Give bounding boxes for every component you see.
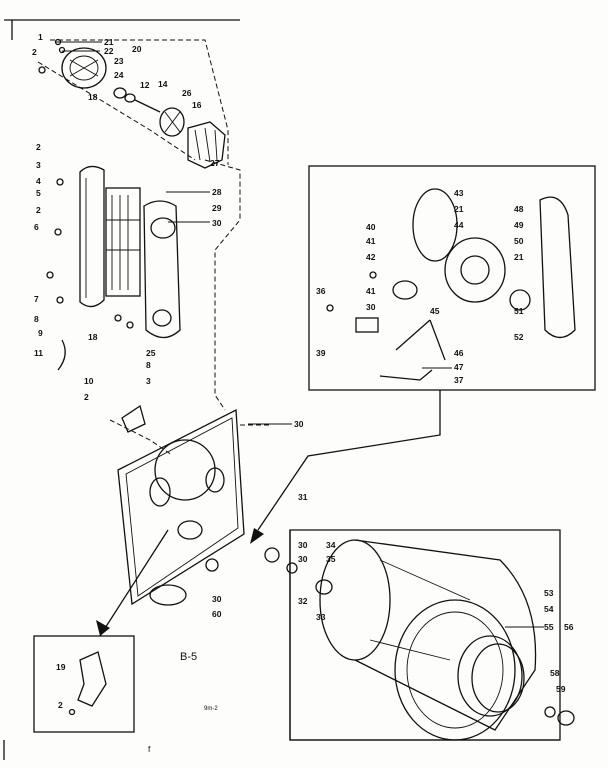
callout-21: 21 [104,37,114,47]
callout-58: 58 [550,668,560,678]
callout-37: 37 [454,375,464,385]
callout-8: 8 [146,360,151,370]
callout-11: 11 [34,348,43,358]
callout-22: 22 [104,46,114,56]
callout-5: 5 [36,188,41,198]
callout-32: 32 [298,596,308,606]
callout-44: 44 [454,220,464,230]
callout-27: 27 [210,158,220,168]
callout-31: 31 [298,492,308,502]
callout-9: 9 [38,328,43,338]
callout-8: 8 [34,314,39,324]
callout-43: 43 [454,188,464,198]
callout-19: 19 [56,662,66,672]
inset-connector [250,390,441,544]
callout-49: 49 [514,220,524,230]
callout-51: 51 [514,306,524,316]
callout-23: 23 [114,56,124,66]
callout-52: 52 [514,332,524,342]
drum-assembly [264,529,575,741]
callout-30: 30 [294,419,304,429]
callout-10: 10 [84,376,94,386]
motor-blower-inset [308,165,596,391]
callout-39: 39 [316,348,326,358]
callout-59: 59 [556,684,566,694]
callout-3: 3 [36,160,41,170]
front-panel-assembly [38,38,226,169]
callout-60: 60 [212,609,222,619]
bottom-mark: f [148,744,151,754]
callout-54: 54 [544,604,554,614]
callout-36: 36 [316,286,326,296]
callout-18: 18 [88,92,98,102]
small-note: 9m-2 [204,706,218,712]
callout-2: 2 [36,142,41,152]
callout-42: 42 [366,252,376,262]
callout-30: 30 [212,594,222,604]
callout-30: 30 [298,540,308,550]
callout-24: 24 [114,70,124,80]
callout-45: 45 [430,306,440,316]
callout-56: 56 [564,622,574,632]
callout-41: 41 [366,236,376,246]
callout-30: 30 [212,218,222,228]
callout-47: 47 [454,362,464,372]
callout-35: 35 [326,554,336,564]
callout-29: 29 [212,203,222,213]
callout-50: 50 [514,236,524,246]
callout-34: 34 [326,540,336,550]
bracket-detail-inset [33,529,169,733]
page-code: B-5 [180,651,197,663]
callout-16: 16 [192,100,202,110]
callout-2: 2 [58,700,63,710]
callout-21: 21 [454,204,464,214]
callout-2: 2 [84,392,89,402]
page-corner-marks [3,19,240,760]
callout-48: 48 [514,204,524,214]
callout-4: 4 [36,176,41,186]
callout-46: 46 [454,348,464,358]
callout-53: 53 [544,588,554,598]
callout-2: 2 [32,47,37,57]
callout-41: 41 [366,286,376,296]
callout-2: 2 [36,205,41,215]
bulkhead-panel [117,404,245,606]
callout-3: 3 [146,376,151,386]
callout-20: 20 [132,44,142,54]
callout-21: 21 [514,252,524,262]
callout-28: 28 [212,187,222,197]
callout-40: 40 [366,222,376,232]
callout-7: 7 [34,294,39,304]
callout-6: 6 [34,222,39,232]
callout-30: 30 [366,302,376,312]
cabinet-side-panel-assembly [46,165,181,371]
callout-labels: 1 21 22 20 2 23 24 12 14 18 26 16 27 2 3… [32,32,574,710]
callout-leaders [55,41,544,628]
callout-1: 1 [38,32,43,42]
callout-30: 30 [298,554,308,564]
exploded-view-dashed-leaders [37,39,270,456]
callout-55: 55 [544,622,554,632]
callout-26: 26 [182,88,192,98]
callout-25: 25 [146,348,156,358]
callout-14: 14 [158,79,168,89]
callout-12: 12 [140,80,150,90]
callout-18: 18 [88,332,98,342]
callout-33: 33 [316,612,326,622]
